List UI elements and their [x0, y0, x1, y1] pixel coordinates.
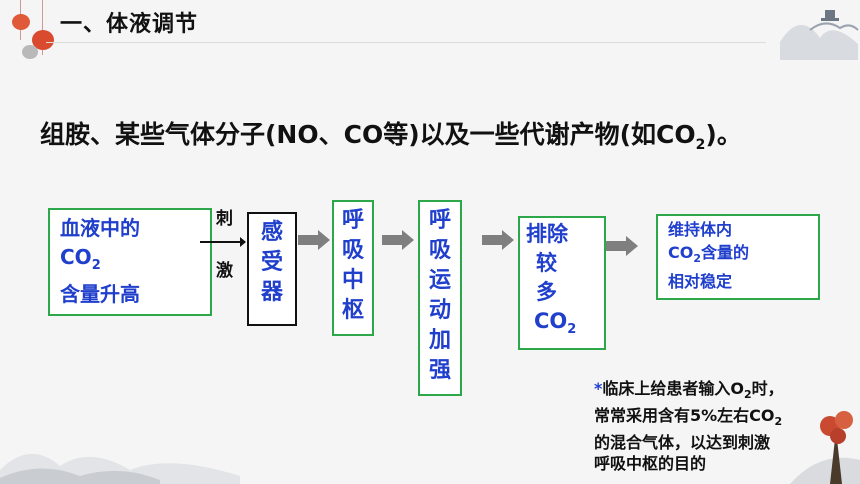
box1-line2: CO2: [60, 245, 101, 273]
box-blood-co2-rise: 血液中的 CO2 含量升高: [48, 208, 212, 316]
heading-sub: 2: [695, 137, 706, 153]
bottom-right-tree: [790, 411, 860, 484]
heading-main: 组胺、某些气体分子(NO、CO等)以及一些代谢产物(如CO: [40, 120, 696, 149]
stimulus-label-1: 刺: [216, 209, 233, 229]
box-breathing-enhanced: 呼吸运动加强: [418, 200, 462, 396]
bottom-left-mountains: [0, 453, 240, 484]
box-receptor: 感受器: [247, 212, 297, 326]
box-maintain-stability: 维持体内 CO2含量的 相对稳定: [656, 214, 820, 300]
arrow-icon: [298, 230, 330, 250]
heading-end: )。: [705, 120, 742, 149]
arrow-icon: [200, 237, 246, 247]
arrow-icon: [606, 236, 638, 256]
arrow-icon: [482, 230, 514, 250]
divider: [46, 42, 766, 43]
box1-line1: 血液中的: [60, 216, 140, 240]
box-expel-co2: 排除 较 多 CO2: [518, 216, 606, 350]
slide-title: 一、体液调节: [60, 12, 199, 37]
arrow-icon: [382, 230, 414, 250]
clinical-note: *临床上给患者输入O2时， 常常采用含有5%左右CO2 的混合气体，以达到刺激 …: [594, 379, 784, 474]
heading-sentence: 组胺、某些气体分子(NO、CO等)以及一些代谢产物(如CO2)。: [40, 115, 742, 153]
box1-line3: 含量升高: [60, 282, 140, 306]
landscape-decoration: [780, 10, 859, 60]
stimulus-label-2: 激: [216, 261, 233, 281]
box-respiratory-center: 呼吸中枢: [332, 200, 374, 336]
